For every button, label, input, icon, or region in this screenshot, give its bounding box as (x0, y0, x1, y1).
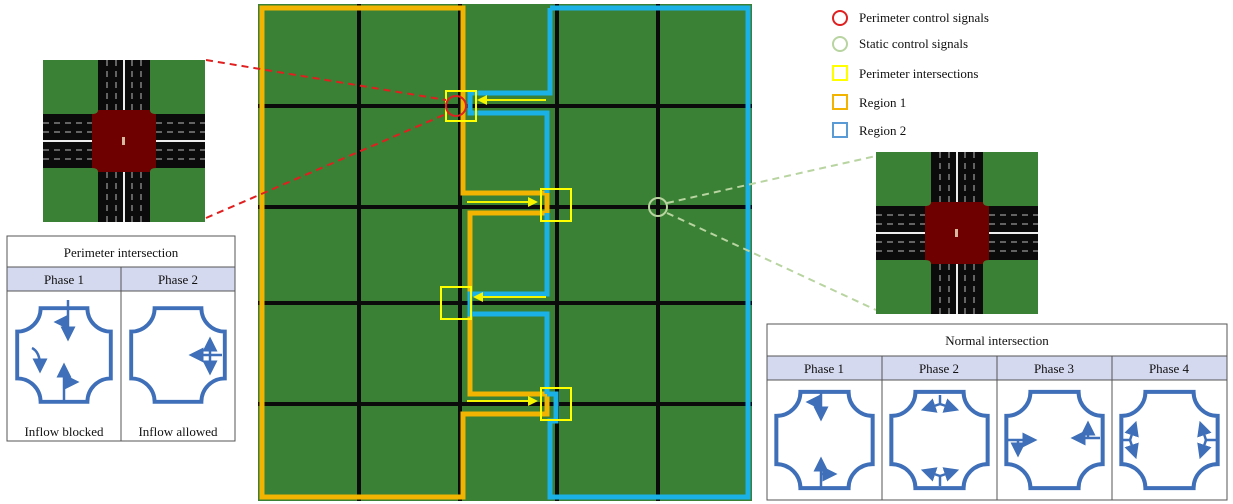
legend-orange-square-icon (832, 94, 848, 110)
zoom-line-left (205, 59, 447, 101)
normal-phase2-diagram (891, 392, 987, 488)
legend-blue-square-icon (832, 122, 848, 138)
zoom-line-left (205, 113, 447, 219)
perimeter-table-title: Perimeter intersection (64, 245, 179, 260)
normal-phase-table: Normal intersection Phase 1 Phase 2 Phas… (766, 323, 1228, 501)
legend-region2-label: Region 2 (859, 123, 906, 138)
legend: Perimeter control signals Static control… (832, 10, 989, 138)
zoom-line-right (666, 212, 877, 311)
perimeter-phase1-header: Phase 1 (44, 272, 84, 287)
perimeter-phase1-diagram (17, 300, 111, 402)
normal-table-title: Normal intersection (945, 333, 1049, 348)
normal-phase1-header: Phase 1 (804, 361, 844, 376)
zoomed-perimeter-intersection (43, 60, 205, 222)
perimeter-phase2-diagram (131, 308, 225, 402)
inflow-blocked-caption: Inflow blocked (24, 424, 104, 439)
zoomed-normal-intersection (876, 152, 1038, 314)
region-1-boundary (259, 5, 550, 500)
legend-region1-label: Region 1 (859, 95, 906, 110)
normal-phase4-diagram (1121, 392, 1217, 488)
flow-arrows (467, 95, 546, 406)
roads (258, 4, 752, 501)
static-signal-marker (648, 197, 668, 217)
legend-red-circle-icon (832, 10, 848, 26)
normal-phase3-header: Phase 3 (1034, 361, 1074, 376)
perimeter-box (540, 188, 572, 222)
normal-phase1-diagram (776, 392, 872, 488)
road-network (258, 4, 752, 501)
normal-phase2-header: Phase 2 (919, 361, 959, 376)
perimeter-phase-table: Perimeter intersection Phase 1 Phase 2 (6, 235, 236, 442)
legend-perimeter-intersections-label: Perimeter intersections (859, 66, 979, 81)
legend-yellow-square-icon (832, 65, 848, 81)
grass-area (258, 4, 752, 501)
perimeter-intersection-boxes (440, 90, 572, 421)
normal-phase3-diagram (1006, 392, 1102, 488)
perimeter-box (540, 387, 572, 421)
normal-phase4-header: Phase 4 (1149, 361, 1190, 376)
zoom-lines (205, 59, 877, 311)
inflow-allowed-caption: Inflow allowed (138, 424, 218, 439)
legend-green-circle-icon (832, 36, 848, 52)
legend-perimeter-signals-label: Perimeter control signals (859, 10, 989, 25)
perimeter-phase2-header: Phase 2 (158, 272, 198, 287)
perimeter-box (440, 286, 472, 320)
legend-static-signals-label: Static control signals (859, 36, 968, 51)
perimeter-signal-marker (445, 95, 467, 117)
